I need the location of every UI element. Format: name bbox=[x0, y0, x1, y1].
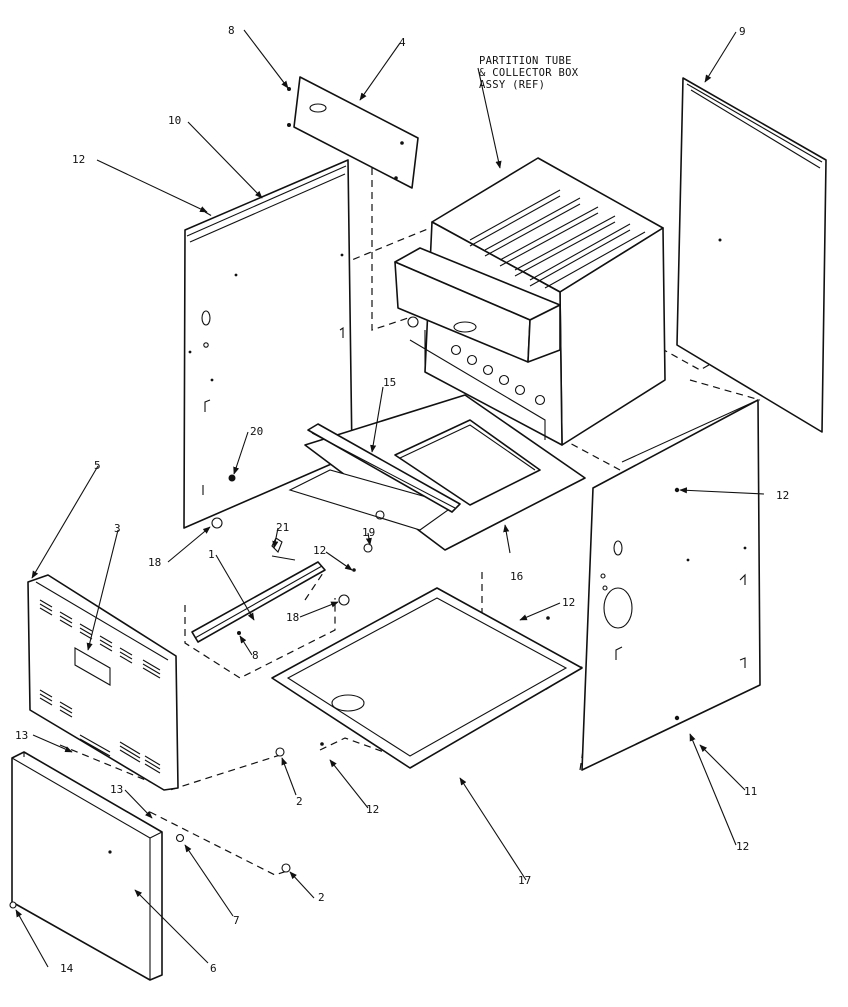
callout-7: 7 bbox=[233, 914, 240, 927]
callout-18: 18 bbox=[148, 556, 161, 569]
right-side-panel bbox=[581, 399, 761, 771]
callout-12: 12 bbox=[313, 544, 326, 557]
reference-note-line-2: & COLLECTOR BOX bbox=[479, 67, 579, 79]
reference-note-line-1: PARTITION TUBE bbox=[479, 55, 572, 67]
callout-6: 6 bbox=[210, 962, 217, 975]
reference-note: PARTITION TUBE & COLLECTOR BOX ASSY (REF… bbox=[479, 55, 579, 91]
callout-19: 19 bbox=[362, 526, 375, 539]
louver-slots bbox=[39, 599, 161, 774]
callout-1: 1 bbox=[208, 548, 215, 561]
callout-14: 14 bbox=[60, 962, 74, 975]
partition-tube-collector-box-assembly bbox=[394, 157, 666, 446]
callout-3: 3 bbox=[114, 522, 121, 535]
top-cover-plate bbox=[287, 76, 419, 189]
bottom-panel bbox=[271, 587, 583, 769]
callout-12: 12 bbox=[562, 596, 575, 609]
callout-2: 2 bbox=[296, 795, 303, 808]
callout-16: 16 bbox=[510, 570, 523, 583]
reference-note-line-3: ASSY (REF) bbox=[479, 79, 545, 91]
front-lower-panel bbox=[9, 751, 163, 981]
support-rail bbox=[307, 423, 461, 513]
small-hardware bbox=[211, 517, 550, 746]
callout-10: 10 bbox=[168, 114, 181, 127]
callout-11: 11 bbox=[744, 785, 757, 798]
door-fasteners bbox=[175, 747, 291, 873]
callout-13: 13 bbox=[15, 729, 28, 742]
callout-8: 8 bbox=[228, 24, 235, 37]
callout-13: 13 bbox=[110, 783, 123, 796]
callout-20: 20 bbox=[250, 425, 263, 438]
rear-panel bbox=[676, 77, 827, 433]
callout-2: 2 bbox=[318, 891, 325, 904]
callout-12: 12 bbox=[736, 840, 749, 853]
callout-12: 12 bbox=[72, 153, 85, 166]
leader-lines bbox=[15, 29, 765, 968]
callout-9: 9 bbox=[739, 25, 746, 38]
filter-rail bbox=[191, 561, 326, 643]
callout-8: 8 bbox=[252, 649, 259, 662]
callout-4: 4 bbox=[399, 36, 406, 49]
callout-15: 15 bbox=[383, 376, 396, 389]
callout-17: 17 bbox=[518, 874, 531, 887]
callout-12: 12 bbox=[776, 489, 789, 502]
callout-5: 5 bbox=[94, 459, 101, 472]
callout-12: 12 bbox=[366, 803, 379, 816]
callout-18: 18 bbox=[286, 611, 299, 624]
callout-21: 21 bbox=[276, 521, 289, 534]
louvered-front-panel bbox=[27, 574, 179, 791]
callout-numbers: 8 4 9 10 12 15 20 12 5 3 18 21 1 12 19 1… bbox=[15, 24, 789, 975]
